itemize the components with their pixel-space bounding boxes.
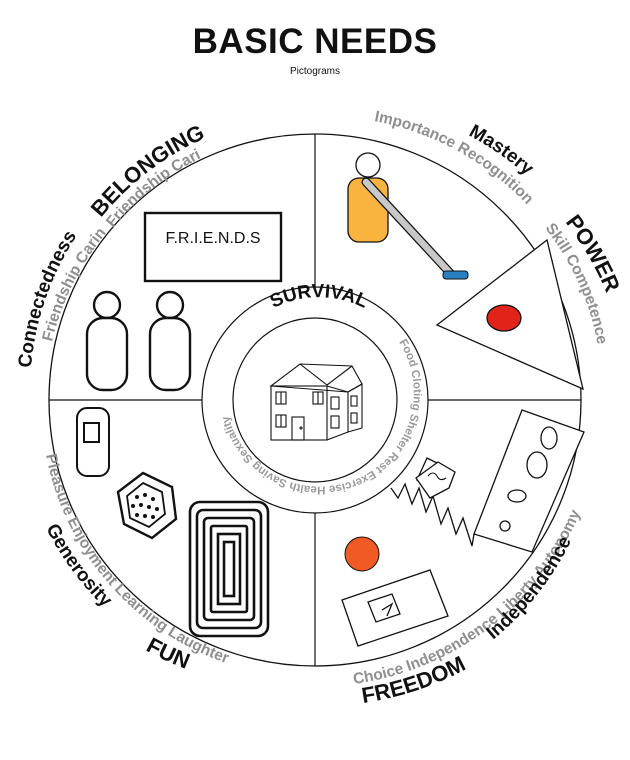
connectedness-label: Connectedness <box>15 227 81 369</box>
escape-paper-icon <box>390 409 585 553</box>
survival-inner-ring <box>232 317 398 483</box>
house-icon <box>269 363 363 441</box>
sunflower-icon <box>116 471 178 540</box>
card-icon <box>341 569 449 647</box>
person-icon <box>85 290 129 392</box>
target-icon <box>435 238 584 391</box>
page-subtitle: Pictograms <box>289 66 340 77</box>
friendship-caring-items: Friendship Caring <box>0 0 110 343</box>
friends-sign <box>143 211 283 283</box>
person-icon <box>148 290 192 392</box>
friends-sign-text: F.R.I.E.N.D.S <box>165 230 260 247</box>
maze-icon <box>188 500 270 638</box>
orange-dot-icon <box>344 536 380 572</box>
worker-icon <box>347 152 469 280</box>
page-title: BASIC NEEDS <box>192 22 438 61</box>
belonging-title: BELONGING <box>86 120 208 222</box>
phone-icon <box>76 407 110 477</box>
